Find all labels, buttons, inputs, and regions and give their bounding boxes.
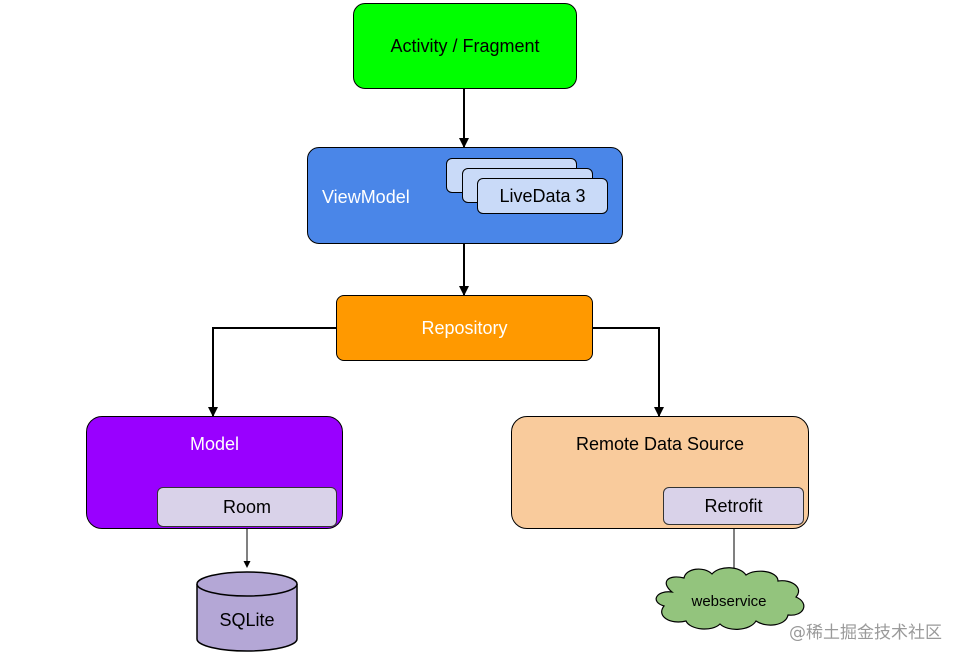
webservice-cloud: webservice: [655, 567, 805, 630]
arrow-repository-to-model: [208, 327, 336, 417]
retrofit-label: Retrofit: [704, 495, 763, 516]
remote-data-source-label: Remote Data Source: [575, 434, 745, 454]
repository-node: Repository: [336, 295, 593, 361]
livedata-label: LiveData 3: [499, 185, 586, 206]
repository-label: Repository: [421, 317, 508, 338]
sqlite-cylinder: SQLite: [196, 571, 298, 652]
activity-fragment-label: Activity / Fragment: [390, 35, 540, 56]
activity-fragment-node: Activity / Fragment: [353, 3, 577, 89]
room-card: Room: [157, 487, 337, 527]
retrofit-card: Retrofit: [663, 487, 804, 525]
webservice-label: webservice: [690, 593, 766, 610]
sqlite-label: SQLite: [219, 610, 274, 630]
watermark: @稀土掘金技术社区: [789, 623, 942, 643]
model-label: Model: [189, 434, 240, 454]
room-label: Room: [222, 496, 271, 517]
viewmodel-label: ViewModel: [322, 187, 410, 207]
arrow-repository-to-remote: [593, 327, 664, 417]
livedata-card: LiveData 3: [477, 178, 608, 214]
